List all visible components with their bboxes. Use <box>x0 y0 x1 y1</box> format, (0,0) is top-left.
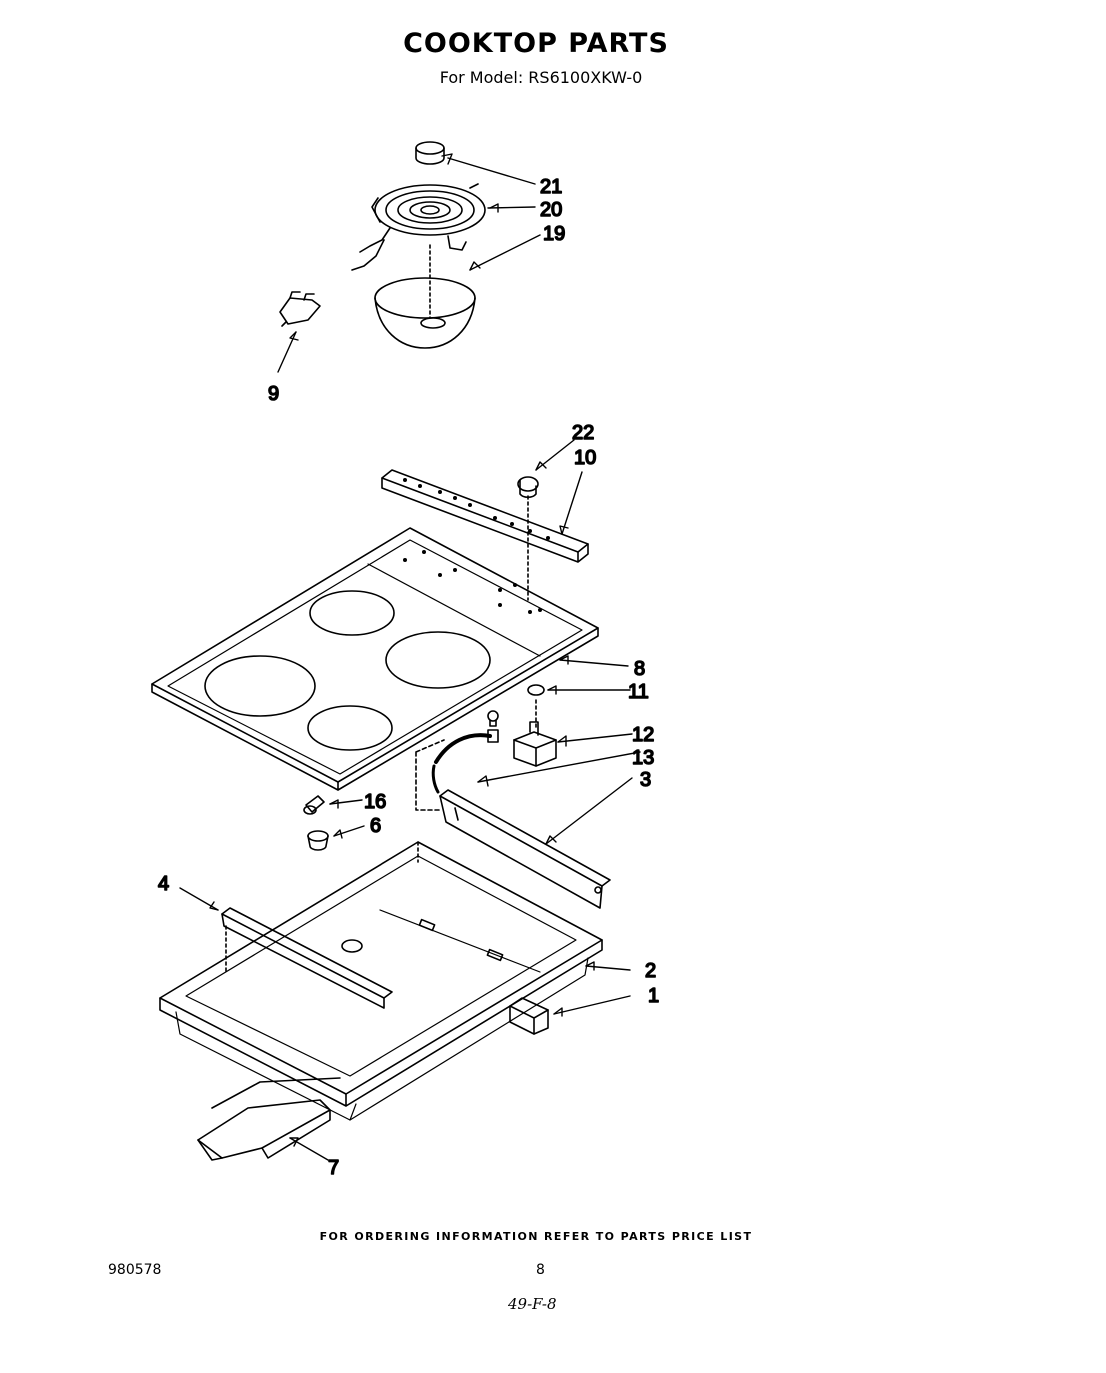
callout-6: 6 <box>370 815 381 837</box>
part-4-support-bar <box>221 907 393 1009</box>
ordering-note: FOR ORDERING INFORMATION REFER TO PARTS … <box>319 1230 753 1243</box>
part-8-cooktop-surface <box>151 527 599 791</box>
callout-11: 11 <box>628 681 649 703</box>
callout-13: 13 <box>632 747 654 769</box>
part-16-wire-connector <box>303 795 325 815</box>
callout-20: 20 <box>540 199 562 221</box>
callout-8: 8 <box>634 658 645 680</box>
handwritten-code: 49-F-8 <box>508 1295 557 1313</box>
document-number: 980578 <box>108 1262 162 1278</box>
part-22-knob <box>517 476 539 601</box>
callout-21: 21 <box>540 176 562 198</box>
part-11-washer <box>527 684 545 729</box>
leader-lines <box>179 153 641 1161</box>
part-10-control-panel <box>381 469 589 563</box>
callout-22: 22 <box>572 422 594 444</box>
page-number: 8 <box>536 1262 545 1278</box>
part-12-switch <box>513 721 557 767</box>
callout-4: 4 <box>158 873 169 895</box>
callout-1: 1 <box>648 985 659 1007</box>
part-20-surface-element <box>351 183 486 271</box>
callout-12: 12 <box>632 724 654 746</box>
part-2-burner-box <box>159 841 603 1121</box>
page-title: COOKTOP PARTS <box>403 28 669 59</box>
part-9-terminal-block <box>279 291 321 327</box>
callout-9: 9 <box>268 383 279 405</box>
part-21-cap <box>415 141 445 165</box>
callout-16: 16 <box>364 791 386 813</box>
callout-3: 3 <box>640 769 651 791</box>
part-19-drip-bowl <box>374 244 476 349</box>
part-13-wire-harness <box>415 710 499 811</box>
part-6-nut <box>307 830 329 851</box>
callout-10: 10 <box>574 447 596 469</box>
part-3-bracket <box>439 789 611 909</box>
model-subtitle: For Model: RS6100XKW-0 <box>439 68 643 87</box>
part-7-bottom-channel <box>197 1077 341 1161</box>
callout-19: 19 <box>543 223 565 245</box>
callout-2: 2 <box>645 960 656 982</box>
part-1-side-bracket <box>509 997 549 1035</box>
callout-7: 7 <box>328 1157 339 1179</box>
